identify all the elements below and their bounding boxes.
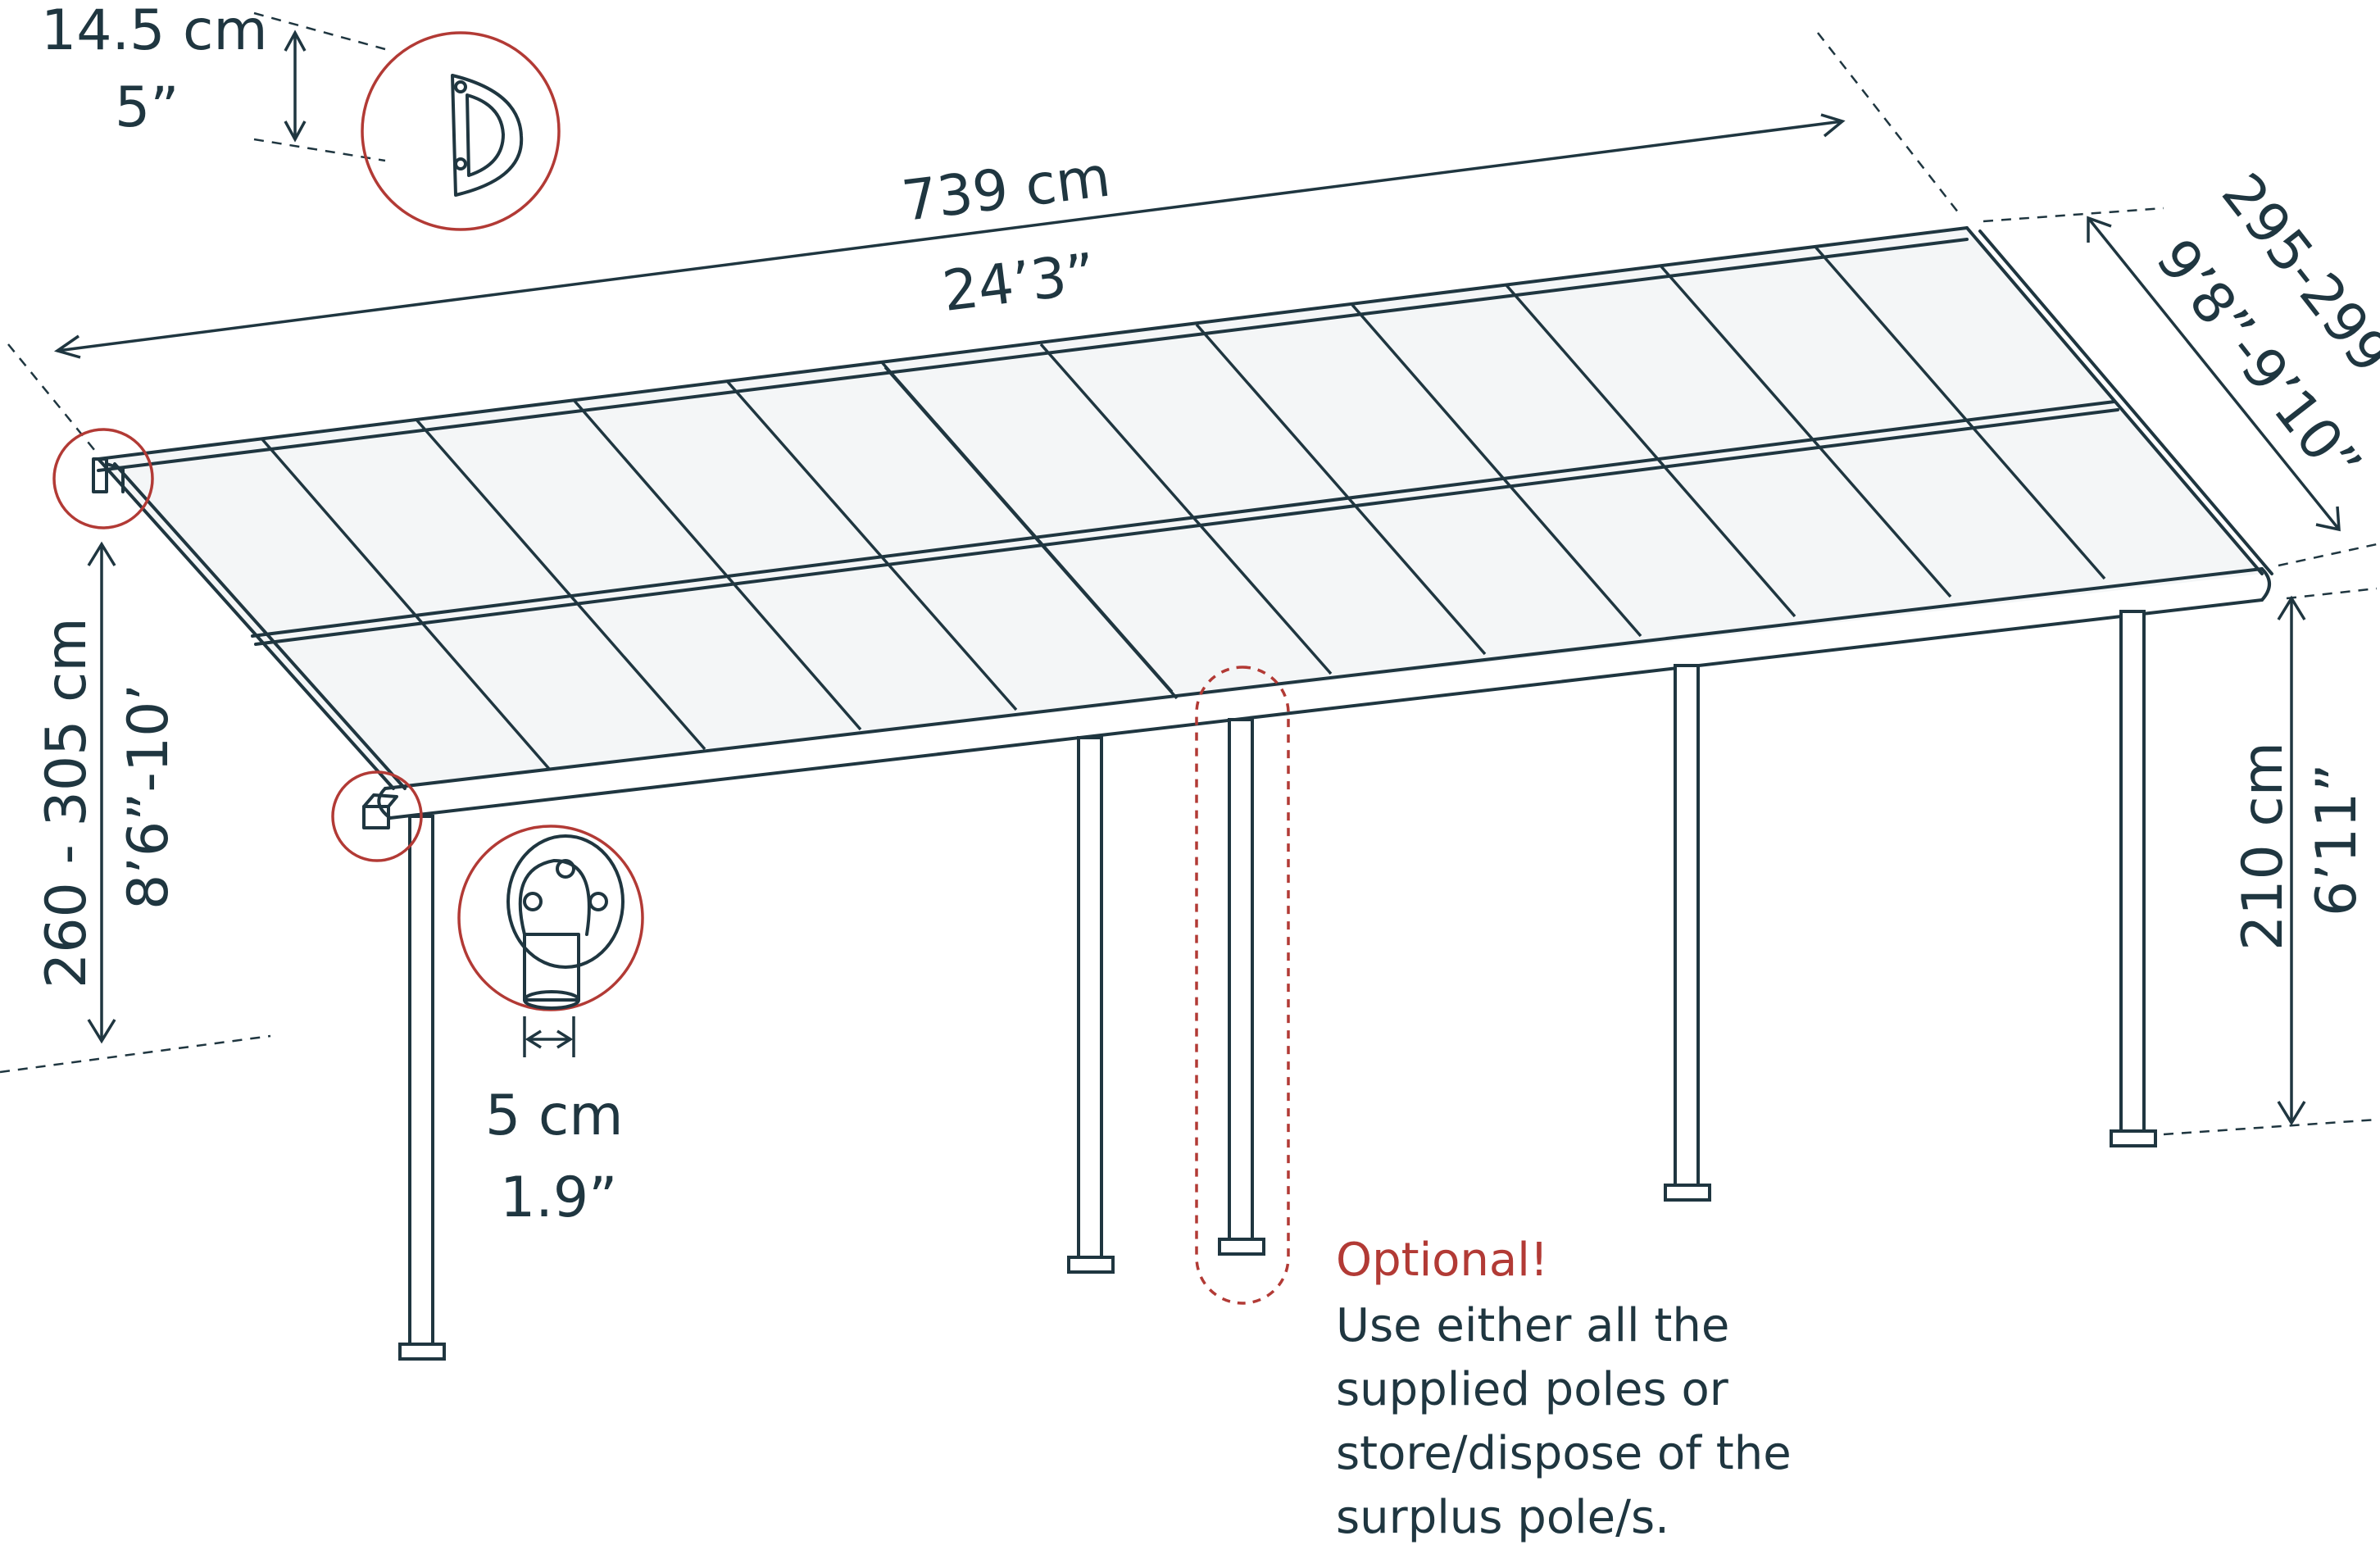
note-line-1: Use either all the: [1336, 1299, 1729, 1352]
profile-height-in: 5”: [115, 75, 179, 140]
profile-height-cm: 14.5 cm: [41, 0, 268, 63]
wall-height-arrow: [87, 541, 116, 1044]
profile-height-arrow: [284, 30, 307, 143]
note-line-2: supplied poles or: [1336, 1363, 1729, 1416]
post-width-arrow: [523, 1016, 575, 1057]
note-title: Optional!: [1336, 1234, 1548, 1287]
note-line-3: store/dispose of the: [1336, 1427, 1792, 1480]
post-width-cm: 5 cm: [485, 1084, 624, 1148]
profile-detail-icon: [451, 74, 524, 197]
wall-bracket-icon: [92, 457, 125, 493]
length-arrow: [53, 113, 1846, 359]
profile-callout: [361, 31, 561, 231]
front-height-arrow: [2277, 595, 2306, 1126]
corner-bracket-icon: [362, 793, 398, 829]
extension-lines: [0, 11, 2378, 1136]
post-width-in: 1.9”: [500, 1166, 617, 1230]
post-5: [2119, 610, 2146, 1138]
wall-height-cm: 260 - 305 cm: [34, 617, 99, 988]
note-line-4: surplus pole/s.: [1336, 1491, 1669, 1544]
post-4: [1674, 664, 1700, 1192]
optional-post-callout: [1195, 666, 1290, 1305]
post-cap-icon: [506, 834, 625, 1010]
callouts: [52, 31, 1290, 1305]
depth-arrow: [2087, 216, 2341, 532]
post-2: [1077, 736, 1103, 1264]
roof-frame: [97, 226, 2273, 820]
post-1-base: [398, 1343, 446, 1361]
wall-height-in: 8’6”-10’: [116, 684, 181, 910]
length-cm: 739 cm: [898, 145, 1114, 234]
post-5-base: [2110, 1129, 2157, 1147]
front-height-cm: 210 cm: [2231, 742, 2296, 951]
post-cap-callout: [457, 825, 644, 1011]
wall-bracket-callout: [52, 428, 154, 529]
post-2-base: [1067, 1256, 1115, 1274]
post-1: [408, 815, 434, 1351]
length-in: 24’3”: [939, 242, 1099, 325]
roof-rafters: [261, 244, 2106, 770]
support-posts: [398, 610, 2157, 1361]
corner-bracket-callout: [331, 770, 423, 862]
post-3: [1228, 718, 1254, 1246]
post-4-base: [1664, 1184, 1711, 1202]
roof-surface: [98, 228, 2262, 788]
front-height-in: 6’11”: [2305, 763, 2369, 916]
post-3-base: [1218, 1238, 1265, 1256]
